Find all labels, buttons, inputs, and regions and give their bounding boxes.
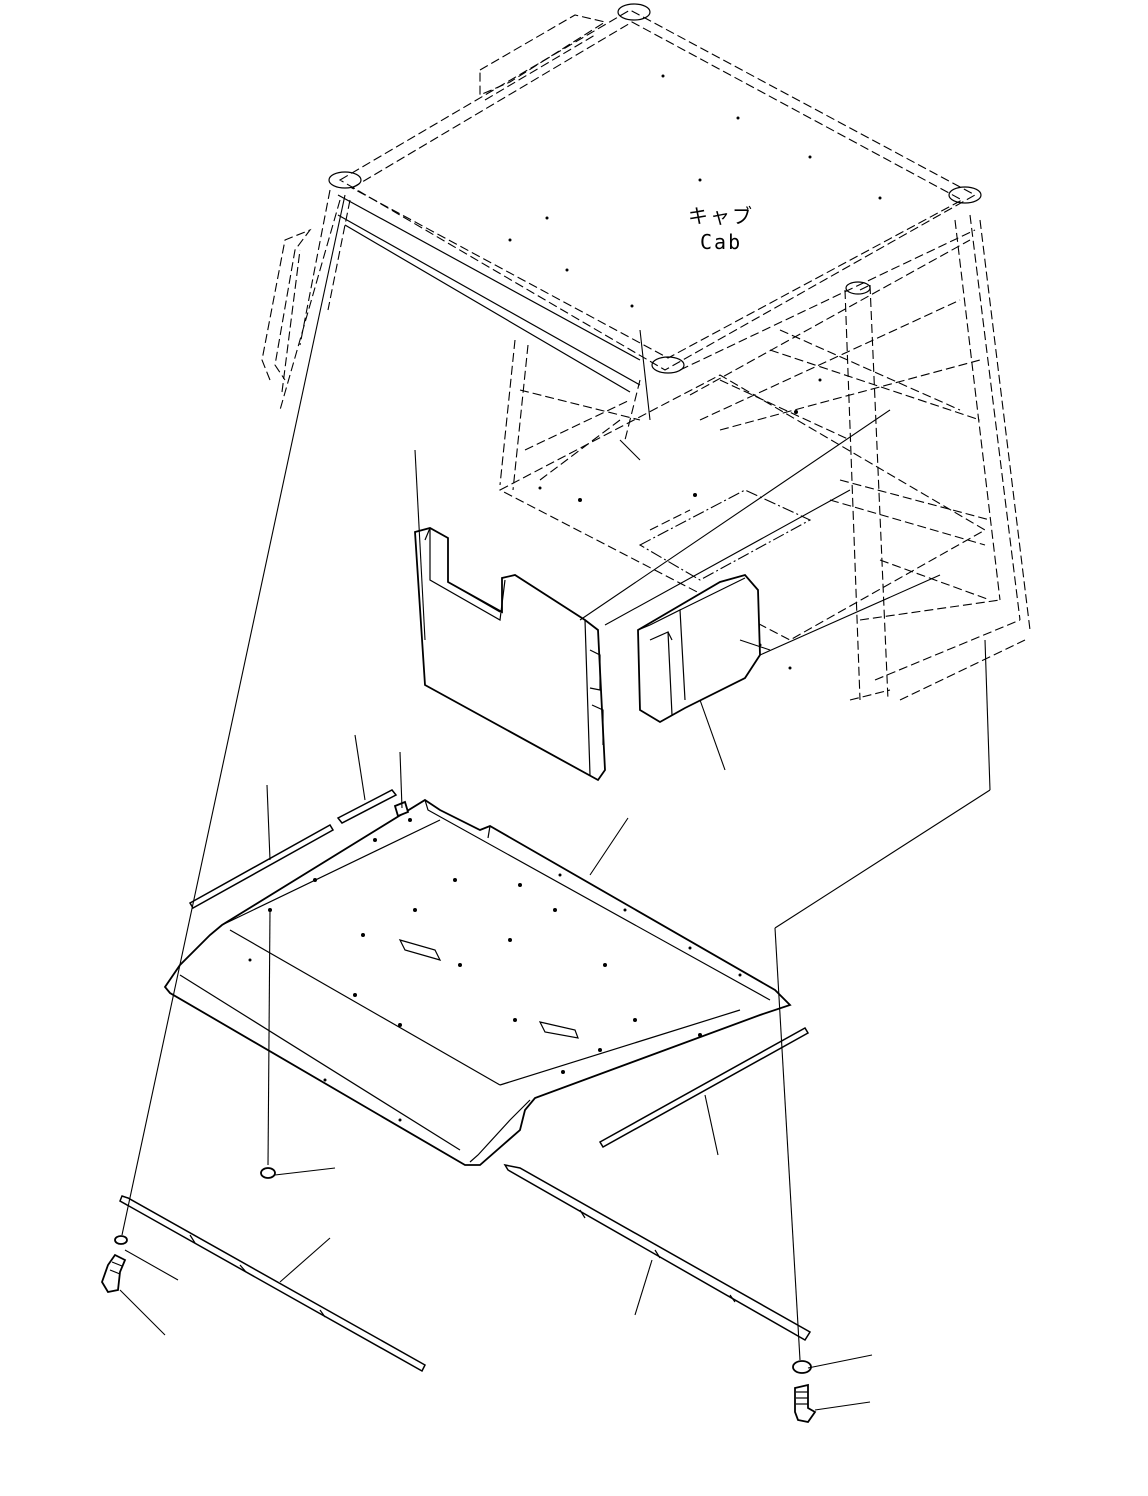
cab-label-english: Cab bbox=[700, 230, 743, 254]
floor-plate bbox=[163, 798, 792, 1166]
fasteners bbox=[101, 800, 817, 1423]
seal-strips bbox=[119, 789, 812, 1373]
right-insulation-block bbox=[637, 573, 761, 724]
cab-label-japanese: キャブ bbox=[688, 204, 754, 228]
left-insulation-panel bbox=[414, 527, 606, 782]
leader-lines bbox=[119, 194, 991, 1411]
cab-frame bbox=[261, 3, 1031, 701]
